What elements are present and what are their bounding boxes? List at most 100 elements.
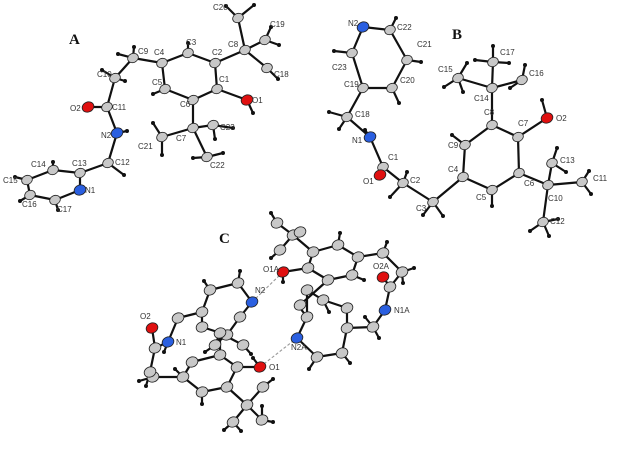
dimer-c-atom-a5 [195,386,209,398]
mol-b-atom-c15 [452,72,464,84]
mol-b-bond [461,175,494,192]
mol-a-atom-label-c23: C23 [220,123,235,132]
mol-a-atom-label-o1: O1 [252,96,263,105]
dimer-c-atom-label-n2a: N2A [291,343,307,352]
dimer-c-atom-v1 [300,284,314,296]
mol-a-atom-c17 [49,194,61,206]
mol-b-atom-c22 [384,24,396,36]
mol-a-hydrogen-atom [224,4,228,8]
mol-b-atom-c18 [341,111,353,123]
mol-a-atom-label-c10: C10 [97,70,112,79]
mol-b-hydrogen-atom [450,133,454,137]
mol-b-atom-o1 [373,169,387,181]
mol-b-hydrogen-atom [461,90,465,94]
mol-b-hydrogen-atom [564,170,568,174]
dimer-c-atom-label-o1: O1 [269,363,280,372]
mol-b-hydrogen-atom [490,204,494,208]
mol-b-atom-label-c6: C6 [524,179,535,188]
dimer-c-hydrogen-atom [144,384,148,388]
mol-a-hydrogen-atom [231,126,235,130]
dimer-c-atom-a1 [185,356,199,368]
mol-b-atom-c20 [386,82,398,94]
mol-a-atom-label-c3: C3 [186,38,197,47]
mol-b-hydrogen-atom [442,85,446,89]
mol-a-atom-c1 [211,83,223,95]
mol-a-atom-label-c7: C7 [176,134,187,143]
dimer-c-hydrogen-atom [269,211,273,215]
dimer-c-atom-label-o2a: O2A [373,262,390,271]
mol-b-atom-c13 [546,157,558,169]
mol-a-atom-c4 [156,57,168,69]
mol-a-atom-c7 [187,122,199,134]
mol-b-hydrogen-atom [388,195,392,199]
mol-b-bond [350,51,365,90]
mol-a-hydrogen-atom [13,175,17,179]
dimer-c-hydrogen-atom [412,266,416,270]
dimer-c-atom-label-n1a: N1A [394,306,410,315]
mol-b-atom-c19 [357,82,369,94]
mol-b-atom-label-c8: C8 [484,108,495,117]
mol-b-atom-c6 [513,167,525,179]
mol-b-atom-label-c10: C10 [548,194,563,203]
dimer-c-atom-u3 [270,217,284,229]
mol-a-atom-label-o2: O2 [70,104,81,113]
mol-b-atom-c10 [542,179,554,191]
mol-b-bond [541,183,550,224]
mol-a-hydrogen-atom [116,52,120,56]
hydrogen-bond-dashed [251,271,284,303]
mol-a-atom-label-n1: N1 [85,186,96,195]
dimer-c-atom-a3 [230,361,244,373]
dimer-c-atom-label-o1a: O1A [263,265,280,274]
dimer-c-hydrogen-atom [327,310,331,314]
mol-b-atom-label-c4: C4 [448,165,459,174]
dimer-c-atom-r4 [345,269,359,281]
mol-b-atom-c16 [516,74,528,86]
dimer-c-atom-u4 [293,226,307,238]
dimer-c-atom-q2 [340,322,354,334]
mol-b-atom-c8 [486,119,498,131]
mol-b-atom-label-c14: C14 [474,94,489,103]
mol-b-atom-label-c3: C3 [416,204,427,213]
mol-a-hydrogen-atom [122,173,126,177]
dimer-c-atom-n2 [245,296,259,308]
mol-b-hydrogen-atom [363,128,367,132]
dimer-c-atom-label-o2: O2 [140,312,151,321]
mol-b-atom-label-c12: C12 [550,217,565,226]
dimer-c-atom-r6 [301,262,315,274]
dimer-c-atom-q5 [300,311,314,323]
mol-a-atom-label-n2: N2 [101,131,112,140]
dimer-c-atom-s3 [208,339,222,351]
mol-b-hydrogen-atom [421,213,425,217]
mol-a-atom-c22 [201,151,213,163]
mol-a-hydrogen-atom [269,25,273,29]
mol-b-atom-label-o2: O2 [556,114,567,123]
dimer-c-atom-s2 [236,339,250,351]
mol-a-hydrogen-atom [277,43,281,47]
mol-a-hydrogen-atom [191,156,195,160]
mol-a-atom-c5 [159,83,171,95]
mol-a-hydrogen-atom [18,199,22,203]
mol-b-hydrogen-atom [507,61,511,65]
dimer-c-hydrogen-atom [249,352,253,356]
mol-b-atom-c4 [457,171,469,183]
mol-b-hydrogen-atom [491,44,495,48]
dimer-c-atom-a8 [143,366,157,378]
dimer-c-atom-q1 [366,321,380,333]
dimer-c-atom-a2 [213,349,227,361]
dimer-c-atom-p7 [195,321,209,333]
mol-a-atom-label-c22: C22 [210,161,225,170]
dimer-c-atom-t2 [226,416,240,428]
dimer-c-atom-n2a [290,332,304,344]
mol-b-atom-label-c18: C18 [355,110,370,119]
mol-b-hydrogen-atom [419,60,423,64]
mol-a-atom-c6 [187,94,199,106]
mol-a-bond [236,16,247,52]
mol-b-bond [461,143,467,179]
dimer-c-hydrogen-atom [260,404,264,408]
mol-b-hydrogen-atom [528,229,532,233]
dimer-c-hydrogen-atom [251,356,255,360]
dimer-c-hydrogen-atom [269,256,273,260]
mol-b-atom-label-c7: C7 [518,119,529,128]
